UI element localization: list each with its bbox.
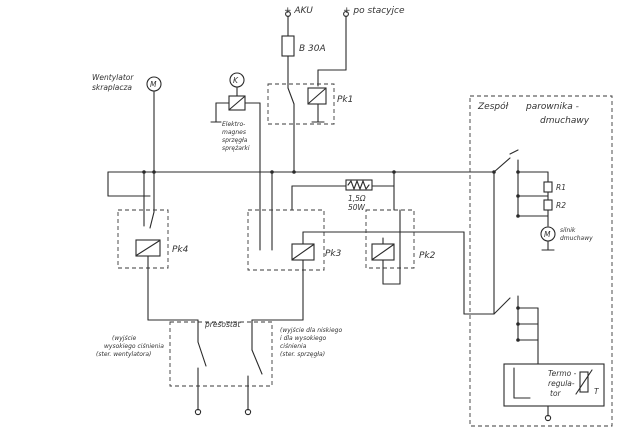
- resistor-r1: [543, 181, 553, 193]
- thermo-label-1: Termo -: [548, 369, 577, 378]
- ignition-supply: + po stacyjce: [317, 6, 405, 87]
- resistor-r2: [543, 199, 553, 211]
- right-note-4: (ster. sprzęgła): [280, 351, 325, 358]
- pk1-label: Pk1: [337, 95, 353, 105]
- evaporator-blower-assembly: Zespół parownika - dmuchawy R1 R2 M siln…: [463, 95, 613, 427]
- relay-pk1-frame: [267, 83, 335, 125]
- fuse-b30a: [281, 35, 295, 57]
- clutch-label-4: sprężarki: [222, 145, 250, 152]
- ignition-label: + po stacyjce: [343, 6, 405, 16]
- presostat-label: presostat: [204, 320, 241, 329]
- resistor-label-2: 50W: [348, 203, 366, 212]
- left-note-1: (wyjście: [112, 335, 137, 342]
- pk3-label: Pk3: [325, 249, 342, 259]
- pk4-label: Pk4: [172, 245, 189, 255]
- r1-label: R1: [556, 183, 566, 192]
- relay-pk1-contact: [287, 87, 295, 105]
- series-resistor: 1,5Ω 50W: [345, 179, 395, 212]
- presostat-terminal-left: [194, 408, 202, 416]
- relay-pk4-contact: [149, 211, 155, 229]
- presostat-terminal-right: [244, 408, 252, 416]
- blower-label-2: dmuchawy: [560, 235, 593, 242]
- fan-label-1: Wentylator: [92, 73, 134, 82]
- left-note-3: (ster. wentylatora): [96, 351, 151, 358]
- thermo-label-3: tor: [550, 389, 562, 398]
- main-bus: [107, 170, 496, 251]
- right-note-2: i dla wysokiego: [280, 335, 327, 342]
- relay-pk4-frame: [117, 209, 169, 269]
- clutch-letter: K: [233, 76, 239, 85]
- aku-supply: + AKU B 30A: [281, 6, 326, 89]
- left-note-2: wysokiego ciśnienia: [104, 343, 164, 350]
- clutch-label-2: magnes: [222, 129, 246, 136]
- t-label: T: [594, 387, 600, 396]
- thermo-label-2: regula-: [548, 379, 575, 388]
- presostat-switch-left: [197, 341, 207, 367]
- assembly-frame: [469, 95, 613, 427]
- fuse-label: B 30A: [299, 44, 326, 54]
- condenser-fan: M Wentylator skraplacza: [92, 73, 162, 213]
- relay-pk2: Pk2: [365, 209, 436, 285]
- presostat: presostat (wyjście wysokiego ciśnienia (…: [96, 319, 342, 416]
- pk2-label: Pk2: [419, 251, 436, 261]
- relay-pk3-frame: [247, 209, 325, 271]
- fan-label-2: skraplacza: [92, 83, 132, 92]
- blower-selector-switch: [493, 157, 511, 173]
- blower-motor-letter: M: [544, 230, 551, 239]
- relay-pk3: Pk3: [247, 209, 465, 321]
- compressor-clutch: K Elektro- magnes sprzęgła sprężarki: [210, 72, 261, 251]
- right-note-1: (wyjście dla niskiego: [280, 327, 342, 334]
- relay-pk4: Pk4: [117, 209, 199, 321]
- aku-label: + AKU: [284, 6, 313, 16]
- resistor-label-1: 1,5Ω: [348, 194, 366, 203]
- fan-motor-letter: M: [150, 80, 157, 89]
- blower-label-1: silnik: [560, 227, 576, 234]
- presostat-switch-right: [251, 349, 263, 375]
- assembly-sub-1: parownika -: [525, 102, 579, 112]
- assembly-sub-2: dmuchawy: [540, 116, 590, 126]
- clutch-label-3: sprzęgła: [222, 137, 248, 144]
- relay-pk2-frame: [365, 209, 415, 269]
- relay-pk1: Pk1: [267, 83, 353, 173]
- presostat-frame: [169, 321, 273, 387]
- right-note-3: ciśnienia: [280, 343, 307, 350]
- assembly-title: Zespół: [477, 101, 509, 112]
- lower-selector-switch: [493, 297, 511, 315]
- clutch-label-1: Elektro-: [222, 121, 245, 128]
- r2-label: R2: [556, 201, 566, 210]
- thermostat-terminal: [544, 414, 552, 422]
